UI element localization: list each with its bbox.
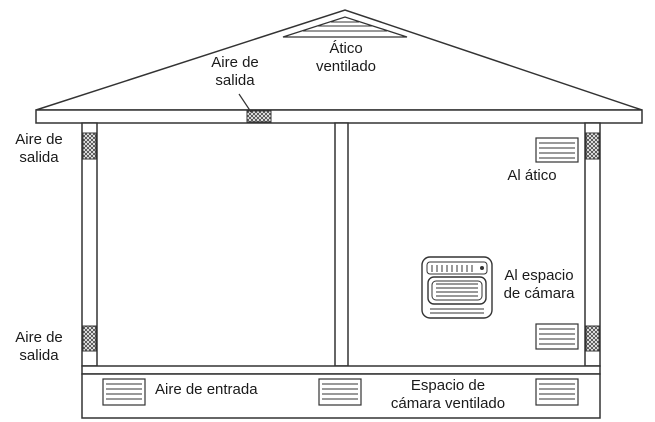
label-crawlspace-ventilated: Espacio de cámara ventilado (390, 377, 506, 412)
wall-vent-to-crawlspace (535, 323, 579, 350)
right-wall-exhaust-vent-bottom (585, 325, 600, 352)
label-left-wall-exhaust-bottom: Aire de salida (15, 329, 63, 364)
label-attic-ventilated: Ático ventilado (315, 40, 377, 75)
roof-exhaust-vent (246, 110, 272, 123)
floor-band (81, 365, 601, 375)
left-wall-exhaust-vent-bottom (82, 325, 97, 352)
label-to-crawlspace: Al espacio de cámara (503, 267, 575, 302)
foundation-vent-center (318, 378, 362, 406)
center-wall (334, 122, 349, 367)
label-roof-exhaust: Aire de salida (211, 54, 259, 89)
ridge-attic-vent (282, 16, 408, 38)
right-wall-exhaust-vent-top (585, 132, 600, 160)
wall-vent-to-attic (535, 137, 579, 163)
label-intake-air: Aire de entrada (155, 381, 258, 398)
wall-heater (421, 256, 493, 319)
label-to-attic: Al ático (507, 167, 557, 184)
ceiling-band (35, 109, 643, 124)
label-left-wall-exhaust-top: Aire de salida (15, 131, 63, 166)
foundation-vent-left (102, 378, 146, 406)
foundation-vent-right (535, 378, 579, 406)
left-wall-exhaust-vent-top (82, 132, 97, 160)
